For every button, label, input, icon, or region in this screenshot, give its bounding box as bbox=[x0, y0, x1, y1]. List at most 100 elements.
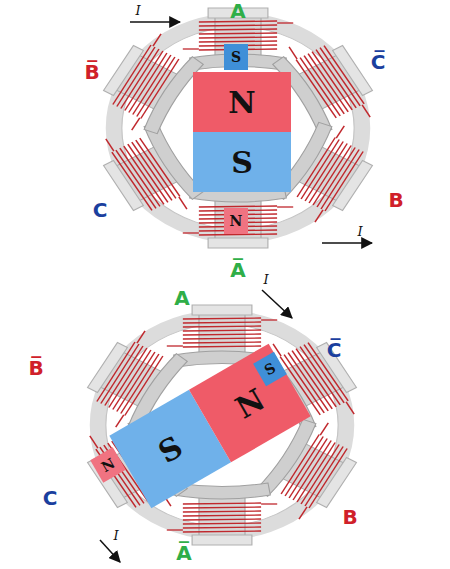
pole-letter: S bbox=[231, 49, 241, 65]
coil-winding bbox=[108, 348, 148, 407]
coil-winding bbox=[140, 59, 180, 118]
coil-lead bbox=[261, 319, 277, 320]
current-label: I bbox=[357, 224, 362, 240]
coil-winding bbox=[300, 445, 340, 504]
pole-letter: S bbox=[262, 360, 279, 379]
coil-winding bbox=[320, 47, 360, 106]
coil-winding bbox=[284, 437, 324, 496]
coil-winding bbox=[183, 326, 261, 327]
coil-winding bbox=[104, 346, 144, 405]
pole-cap bbox=[192, 305, 252, 315]
phase-label: A̅ bbox=[230, 258, 245, 282]
phase-label: C̅ bbox=[371, 50, 386, 74]
coil-lead bbox=[167, 345, 183, 346]
coil-lead bbox=[183, 232, 199, 233]
coil-winding bbox=[183, 338, 261, 339]
coil-winding bbox=[183, 322, 261, 323]
coil-winding bbox=[112, 350, 152, 409]
coil-winding bbox=[312, 51, 352, 110]
phase-label: B bbox=[342, 505, 357, 529]
coil-lead bbox=[167, 529, 183, 530]
coil-winding bbox=[183, 503, 261, 504]
coil-lead bbox=[289, 47, 297, 59]
coil-winding bbox=[304, 55, 344, 114]
coil-winding bbox=[128, 144, 168, 203]
coil-winding bbox=[324, 152, 364, 211]
stator-pole bbox=[91, 26, 208, 140]
coil-lead bbox=[179, 197, 187, 209]
coil-winding bbox=[292, 441, 332, 500]
coil-winding bbox=[308, 144, 348, 203]
stator bbox=[91, 8, 385, 248]
coil-winding bbox=[183, 519, 261, 520]
coil-winding bbox=[112, 45, 152, 104]
coil-winding bbox=[132, 55, 172, 114]
coil-winding bbox=[199, 25, 277, 26]
stator-body bbox=[91, 8, 385, 248]
coil-winding bbox=[136, 57, 176, 116]
phase-label: A bbox=[174, 286, 189, 310]
coil-winding bbox=[183, 515, 261, 516]
stator-pole bbox=[91, 115, 208, 229]
rotor-half: S bbox=[193, 132, 291, 192]
back-iron-edge bbox=[122, 27, 354, 229]
coil-winding bbox=[199, 41, 277, 42]
coil-winding bbox=[183, 346, 261, 347]
stator-body bbox=[75, 305, 369, 545]
coil-lead bbox=[153, 34, 161, 46]
coil-winding bbox=[120, 354, 160, 413]
coil-winding bbox=[296, 443, 336, 502]
coil-winding bbox=[136, 140, 176, 199]
coil-winding bbox=[280, 435, 320, 494]
coil-winding bbox=[116, 47, 156, 106]
coil-winding bbox=[304, 447, 344, 506]
coil-winding bbox=[96, 342, 136, 401]
coil-winding bbox=[324, 45, 364, 104]
coil-winding bbox=[183, 523, 261, 524]
pole-letter: N bbox=[230, 213, 243, 229]
coil-winding bbox=[124, 146, 164, 205]
pole-tip: S bbox=[224, 44, 248, 70]
coil-winding bbox=[120, 49, 160, 108]
coil-lead bbox=[137, 331, 145, 343]
coil-winding bbox=[300, 57, 340, 116]
coil-lead bbox=[261, 503, 277, 504]
pole-cap bbox=[208, 238, 268, 248]
coil-lead bbox=[277, 22, 293, 23]
coil-winding bbox=[132, 142, 172, 201]
coil-winding bbox=[296, 138, 336, 197]
coil-winding bbox=[183, 527, 261, 528]
coil-lead bbox=[90, 436, 98, 448]
coil-lead bbox=[315, 210, 323, 222]
coil-lead bbox=[362, 105, 370, 117]
rotor-half: N bbox=[193, 72, 291, 132]
coil-lead bbox=[116, 415, 124, 427]
coil-winding bbox=[199, 234, 277, 235]
phase-label: C bbox=[43, 486, 58, 510]
coil-winding bbox=[183, 330, 261, 331]
phase-label: C bbox=[93, 198, 108, 222]
current-label: I bbox=[113, 528, 118, 544]
pole-tip: N bbox=[224, 208, 248, 234]
coil-lead bbox=[277, 206, 293, 207]
coil-winding bbox=[199, 37, 277, 38]
coil-winding bbox=[140, 138, 180, 197]
coil-winding bbox=[316, 148, 356, 207]
pole-letter: N bbox=[228, 85, 255, 120]
current-label: I bbox=[135, 3, 140, 19]
coil-winding bbox=[199, 33, 277, 34]
coil-winding bbox=[304, 142, 344, 201]
coil-winding bbox=[183, 318, 261, 319]
current-label: I bbox=[263, 272, 268, 288]
phase-label: A̅ bbox=[176, 541, 191, 565]
coil-winding bbox=[296, 59, 336, 118]
coil-winding bbox=[288, 439, 328, 498]
coil-winding bbox=[183, 334, 261, 335]
phase-label: B bbox=[388, 188, 403, 212]
stator-pole bbox=[167, 483, 277, 545]
coil-winding bbox=[124, 51, 164, 110]
stator-pole bbox=[183, 186, 293, 248]
coil-winding bbox=[199, 29, 277, 30]
coil-winding bbox=[183, 531, 261, 532]
pole-cap bbox=[192, 535, 252, 545]
